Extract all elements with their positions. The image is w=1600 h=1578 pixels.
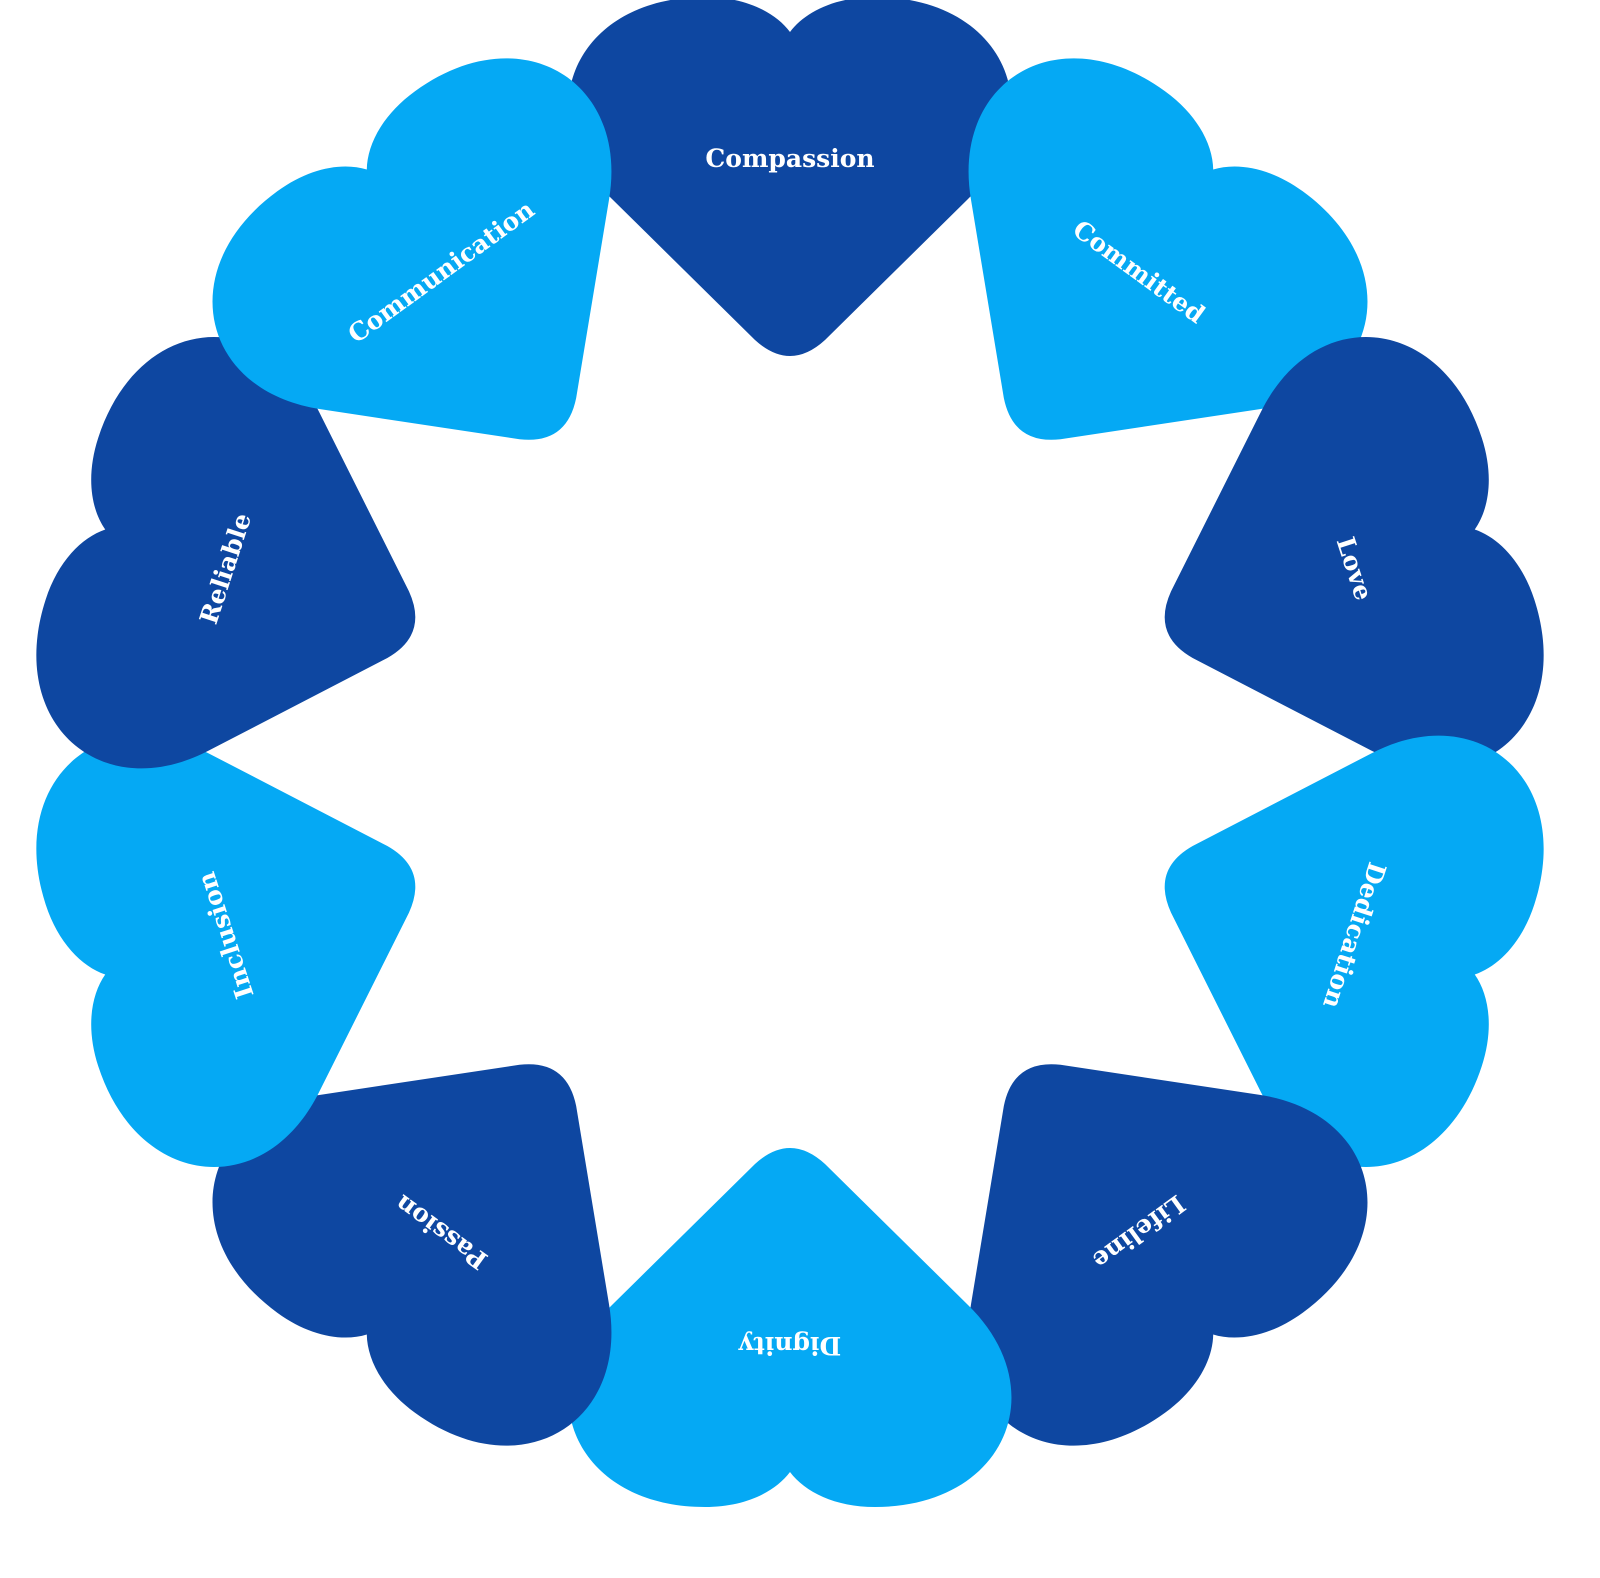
heart-shape (968, 58, 1368, 440)
heart-inclusion: Inclusion (36, 735, 416, 1167)
heart-shape (212, 58, 612, 440)
heart-shape (968, 1064, 1368, 1446)
heart-label: Compassion (705, 144, 874, 173)
heart-shape (36, 735, 416, 1167)
heart-love: Love (1164, 337, 1544, 769)
heart-shape (212, 1064, 612, 1446)
heart-reliable: Reliable (36, 337, 416, 769)
heart-lifeline: Lifeline (968, 1064, 1368, 1446)
heart-communication: Communication (212, 58, 612, 440)
heart-dignity: Dignity (568, 1148, 1012, 1507)
heart-shape (568, 0, 1012, 356)
heart-shape (36, 337, 416, 769)
heart-shape (568, 1148, 1012, 1507)
heart-committed: Committed (968, 58, 1368, 440)
heart-compassion: Compassion (568, 0, 1012, 356)
heart-label: Dignity (737, 1331, 841, 1360)
heart-shape (1164, 337, 1544, 769)
heart-passion: Passion (212, 1064, 612, 1446)
heart-dedication: Dedication (1164, 735, 1544, 1167)
heart-shape (1164, 735, 1544, 1167)
